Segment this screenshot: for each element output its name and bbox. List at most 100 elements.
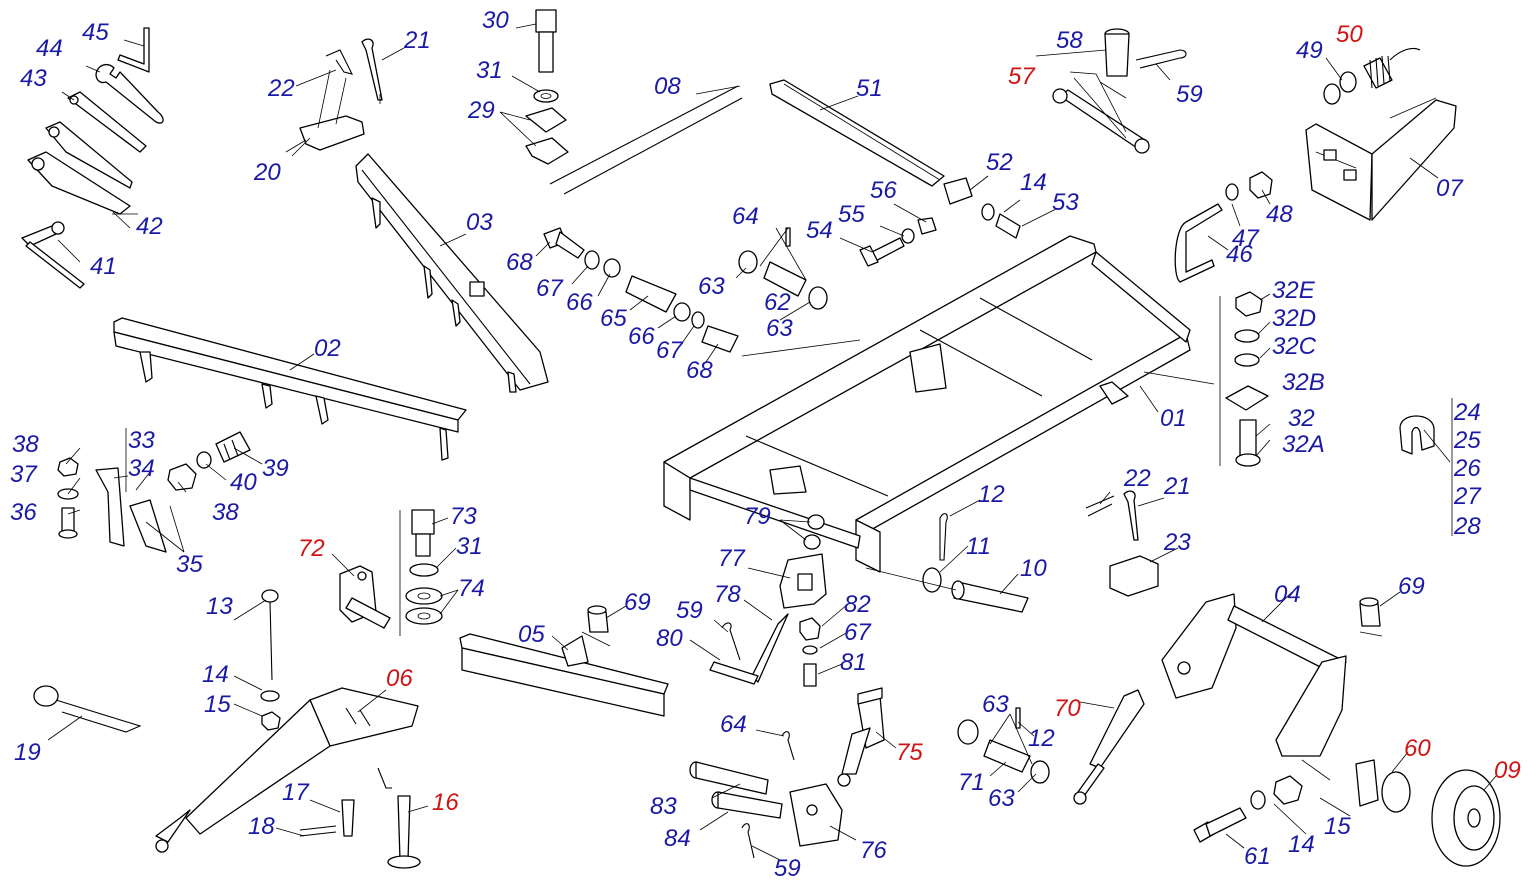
- callout-label: 14: [1288, 831, 1315, 858]
- rods-08: [549, 85, 743, 195]
- callout-label: 83: [650, 793, 677, 820]
- hitch-bracket-07: [1305, 97, 1457, 221]
- callout-label: 33: [128, 427, 155, 454]
- cylinder-70: [1073, 689, 1145, 805]
- ring-49: [1323, 71, 1357, 105]
- callout-label: 31: [476, 57, 503, 84]
- callout-label: 32B: [1282, 369, 1325, 396]
- callout-label: 80: [656, 625, 683, 652]
- bolt-54: [859, 237, 905, 267]
- spring-50: [1363, 47, 1421, 89]
- callout-label: 32D: [1272, 305, 1316, 332]
- clip-59-low: [741, 823, 755, 859]
- washer-40: [196, 451, 212, 469]
- chain-19: [33, 685, 142, 733]
- main-frame-01: [663, 235, 1191, 573]
- callout-label: 31: [456, 533, 483, 560]
- callout-label: 35: [176, 551, 203, 578]
- callout-label: 21: [1163, 473, 1191, 500]
- callout-label: 78: [714, 581, 741, 608]
- nut-48: [1249, 171, 1273, 199]
- callout-label: 64: [720, 711, 747, 738]
- rod-13: [261, 589, 279, 681]
- bolt-30: [535, 9, 557, 73]
- callout-label: 32A: [1282, 431, 1325, 458]
- callout-label: 81: [840, 649, 867, 676]
- callout-label: 09: [1494, 757, 1521, 784]
- callout-label: 50: [1336, 21, 1363, 48]
- callout-label: 18: [248, 813, 275, 840]
- pin-80: [709, 661, 759, 685]
- drawbar-06: [155, 687, 419, 853]
- callout-label: 04: [1274, 581, 1301, 608]
- callout-label: 70: [1054, 695, 1081, 722]
- jack-16-18: [299, 767, 421, 869]
- bracket-52: [943, 177, 973, 205]
- callout-label: 48: [1266, 201, 1293, 228]
- callout-label: 63: [766, 315, 793, 342]
- bolt-61: [1193, 807, 1247, 843]
- callout-label: 59: [1176, 81, 1203, 108]
- callout-label: 67: [536, 275, 564, 302]
- callout-label: 54: [806, 217, 833, 244]
- callout-label: 12: [978, 481, 1005, 508]
- pin-58: [1104, 28, 1130, 77]
- callout-label: 42: [136, 213, 163, 240]
- callout-label: 59: [676, 597, 703, 624]
- pin-64-low: [1015, 707, 1021, 729]
- sleeve-20: [285, 115, 365, 153]
- callout-label: 66: [628, 323, 655, 350]
- washer-14-right: [1250, 790, 1266, 810]
- clip-12-low: [781, 731, 795, 761]
- axle-frame-04: [1161, 593, 1347, 757]
- bracket-33: [95, 428, 127, 547]
- callout-label: 28: [1453, 513, 1481, 540]
- callout-label: 20: [253, 159, 281, 186]
- callout-label: 17: [282, 779, 310, 806]
- callout-label: 67: [844, 619, 872, 646]
- clip-12-mid: [939, 513, 948, 561]
- washer-55: [901, 228, 915, 244]
- washer-47: [1225, 183, 1239, 201]
- callout-label: 82: [844, 591, 871, 618]
- pin-62: [763, 261, 807, 297]
- washer-63-lower: [808, 286, 828, 310]
- callout-label: 26: [1453, 455, 1481, 482]
- callout-label: 44: [36, 35, 63, 62]
- callout-label: 25: [1453, 427, 1481, 454]
- bolt-73: [399, 509, 435, 636]
- callout-label: 84: [664, 825, 691, 852]
- callout-label: 65: [600, 305, 627, 332]
- washer-31: [533, 89, 559, 103]
- callout-label: 79: [744, 503, 771, 530]
- callout-label: 68: [686, 357, 713, 384]
- callout-label: 45: [82, 19, 109, 46]
- clip-59-top: [1135, 49, 1187, 69]
- bush-68-right: [701, 325, 739, 353]
- washer-67-left: [584, 250, 600, 270]
- plate-35: [129, 499, 167, 553]
- callout-label: 16: [432, 789, 459, 816]
- callout-label: 58: [1056, 27, 1083, 54]
- beam-05: [459, 633, 669, 717]
- washer-67-mid: [802, 645, 818, 655]
- clip-pin-21-22-mid: [1085, 490, 1139, 541]
- callout-label: 60: [1404, 735, 1431, 762]
- callout-label: 32: [1288, 405, 1315, 432]
- wheel-09: [1431, 769, 1501, 867]
- cradle-24-28: [1399, 398, 1453, 536]
- callout-label: 03: [466, 209, 493, 236]
- washer-14-left: [260, 690, 280, 702]
- bolt-36-stack: [57, 457, 79, 539]
- tool-spanner-44: [95, 63, 164, 124]
- callout-label: 52: [986, 149, 1013, 176]
- callout-label: 77: [718, 545, 746, 572]
- callout-label: 64: [732, 203, 759, 230]
- callout-label: 53: [1052, 189, 1079, 216]
- clamp-29: [525, 107, 569, 165]
- clip-pin-21-22-top: [325, 38, 383, 104]
- callout-label: 36: [10, 499, 37, 526]
- callout-label: 61: [1244, 843, 1271, 870]
